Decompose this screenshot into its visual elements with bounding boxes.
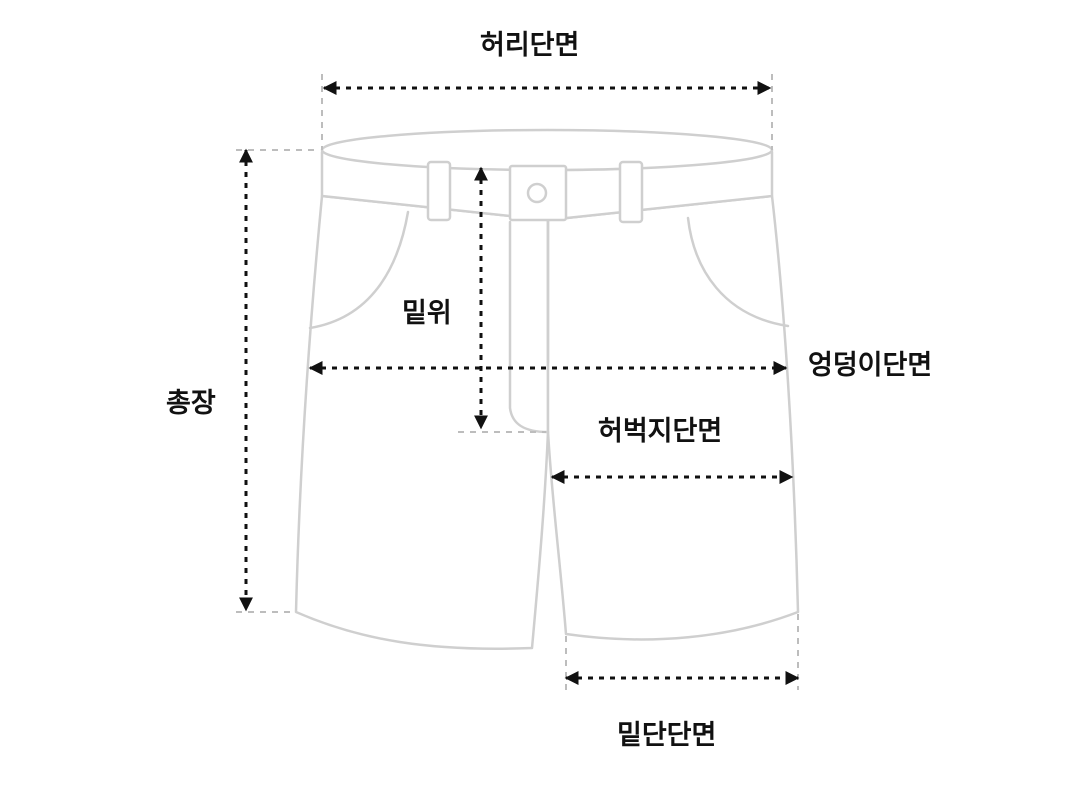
fly-stitch xyxy=(508,220,550,434)
belt-loop-left xyxy=(426,160,452,222)
total-length-label: 총장 xyxy=(166,388,216,419)
hip-label: 엉덩이단면 xyxy=(808,350,933,381)
button-icon xyxy=(526,182,548,204)
waist-opening xyxy=(320,128,774,172)
measurement-arrows xyxy=(239,81,800,685)
left-pocket xyxy=(308,210,410,330)
hem-label: 밑단단면 xyxy=(617,720,717,751)
right-pocket xyxy=(686,216,790,328)
waistband-hardware xyxy=(426,160,644,224)
rise-label: 밑위 xyxy=(402,298,452,329)
waist-label: 허리단면 xyxy=(480,30,580,61)
shorts-details xyxy=(308,210,790,434)
belt-loop-right xyxy=(618,160,644,224)
thigh-label: 허벅지단면 xyxy=(598,416,723,447)
